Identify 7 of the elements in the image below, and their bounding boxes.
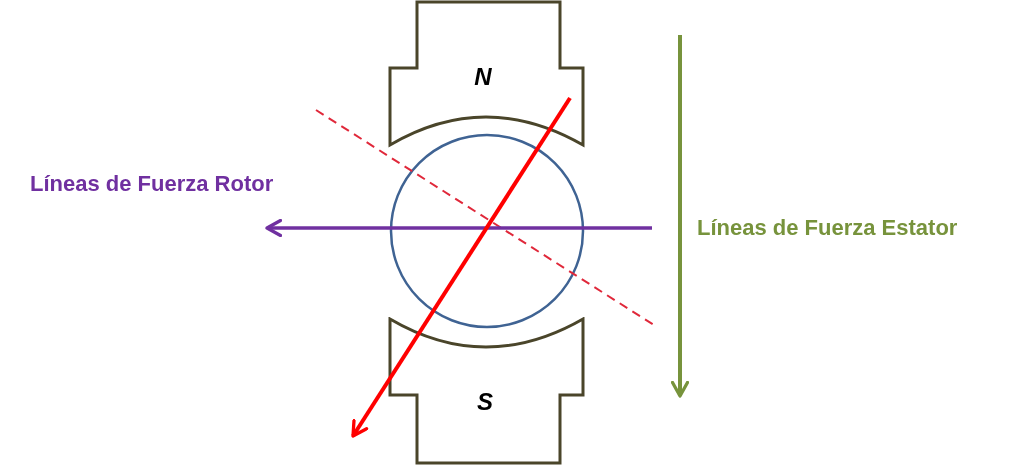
magnet-pole	[388, 317, 585, 465]
pole-label: S	[477, 389, 493, 415]
field-label: Líneas de Fuerza Rotor	[30, 171, 274, 197]
pole-label: N	[474, 64, 492, 90]
rotor-circle	[389, 133, 585, 329]
field-label: Líneas de Fuerza Estator	[697, 215, 958, 241]
magnet-pole	[388, 0, 585, 148]
